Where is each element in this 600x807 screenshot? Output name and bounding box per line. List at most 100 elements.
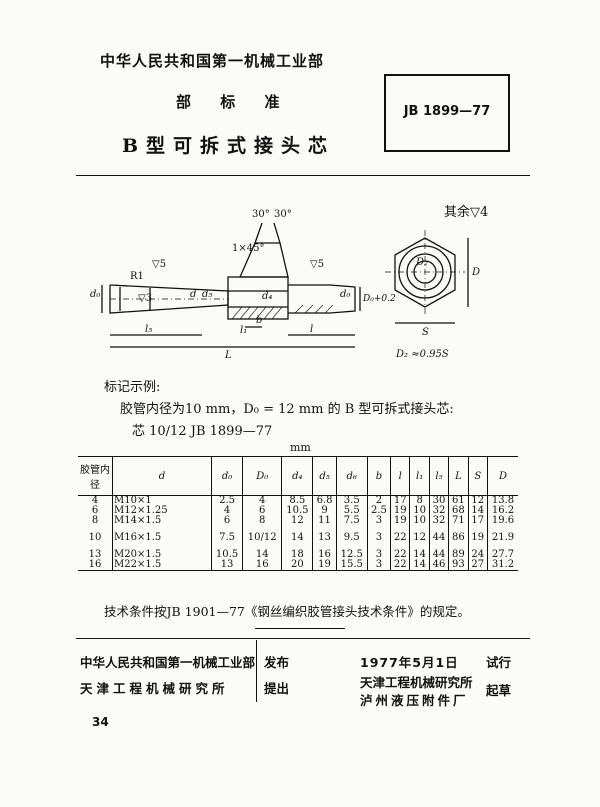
example-line-1: 胶管内径为10 mm，D₀ = 12 mm 的 B 型可拆式接头芯: <box>120 402 454 417</box>
d5-label: d₅ <box>202 289 212 300</box>
table-cell: 10 <box>409 506 430 516</box>
propose-label: 提出 <box>264 681 290 696</box>
table-cell: 19 <box>390 506 410 516</box>
technical-drawing: 30° 30° 1×45° R1 ▽5 ▽5 ▽3 d₀ d d₅ d₄ d₀ … <box>90 209 480 361</box>
example-line-2: 芯 10/12 JB 1899—77 <box>132 424 273 439</box>
table-cell: 3 <box>366 550 391 560</box>
table-cell: 44 <box>428 526 449 550</box>
hex-end-view <box>394 237 456 308</box>
table-cell: 8 <box>409 495 430 506</box>
table-cell: M14×1.5 <box>112 516 212 526</box>
trial-label: 试行 <box>486 655 512 670</box>
footer-rule <box>76 638 530 639</box>
col-L: L <box>448 456 469 496</box>
col-hose-id: 胶管内径 <box>78 456 113 496</box>
hex-note: D₂ ≈0.95S <box>395 349 449 360</box>
col-D0: D₀ <box>242 456 282 496</box>
col-b: b <box>366 456 391 496</box>
col-l: l <box>390 456 410 496</box>
unit-label: mm <box>290 441 311 454</box>
col-l1: l₁ <box>409 456 430 496</box>
table-cell: 19.6 <box>486 516 518 526</box>
finish-5b: ▽5 <box>310 259 324 270</box>
radius-label: R1 <box>130 271 144 282</box>
table-cell: 11 <box>312 516 337 526</box>
table-cell: 14 <box>467 506 488 516</box>
table-cell: 22 <box>390 526 410 550</box>
table-cell: 4 <box>242 495 282 506</box>
table-cell: M12×1.25 <box>112 506 212 516</box>
page-title: B型可拆式接头芯 <box>122 135 336 157</box>
table-cell: 27.7 <box>486 550 518 560</box>
col-d5: d₅ <box>312 456 337 496</box>
L-label: L <box>224 350 232 361</box>
D2-label: D₂ <box>415 257 428 268</box>
page-number: 34 <box>92 715 109 729</box>
S-label: S <box>422 327 429 338</box>
col-D: D <box>486 456 518 496</box>
table-cell: 13 <box>88 549 102 560</box>
table-cell: 14 <box>409 560 430 571</box>
table-cell: M20×1.5 <box>112 550 212 560</box>
table-cell: 3 <box>366 560 391 571</box>
table-cell: 4 <box>210 506 243 516</box>
roughness-note: 其余▽4 <box>444 205 489 220</box>
table-cell: 12 <box>467 495 488 506</box>
table-cell: 5.5 <box>335 506 368 516</box>
angle-1: 30° <box>252 209 270 220</box>
l1-label: l₁ <box>240 325 247 336</box>
table-cell: 93 <box>448 560 469 571</box>
l-label: l <box>310 324 313 335</box>
col-d4: d₄ <box>281 456 313 496</box>
table-cell: 19 <box>312 560 337 571</box>
table-cell: 2 <box>366 495 391 506</box>
table-cell: 8.5 <box>281 495 313 506</box>
table-cell: 8 <box>91 515 99 526</box>
table-cell: 6 <box>91 505 99 516</box>
table-cell: 4 <box>91 495 99 506</box>
table-cell: 20 <box>281 560 313 571</box>
d4-label: d₄ <box>262 291 272 302</box>
table-cell: 7.5 <box>210 526 243 550</box>
table-cell: 71 <box>448 516 469 526</box>
table-cell: 27 <box>467 560 488 571</box>
table-cell: 22 <box>390 550 410 560</box>
table-cell: 6 <box>210 516 243 526</box>
table-cell: 17 <box>467 516 488 526</box>
chamfer-label: 1×45° <box>232 243 264 254</box>
issuer: 中华人民共和国第一机械工业部 <box>80 655 256 670</box>
D0-tolerance-label: D₀+0.2 <box>362 294 396 304</box>
d0-right-label: d₀ <box>340 289 350 300</box>
table-cell: 12.5 <box>335 550 368 560</box>
table-cell: 13 <box>312 526 337 550</box>
table-cell: 3 <box>366 526 391 550</box>
header-rule <box>76 175 530 176</box>
table-cell: 10 <box>409 516 430 526</box>
short-rule <box>255 628 345 629</box>
table-cell: 6.8 <box>312 495 337 506</box>
d0-left-label: d₀ <box>90 289 100 300</box>
standard-number: JB 1899—77 <box>403 104 491 119</box>
drafter-1: 天津工程机械研究所 <box>360 675 473 690</box>
trial-date: 1977年5月1日 <box>360 655 459 670</box>
table-cell: 9.5 <box>335 526 368 550</box>
col-l5: l₅ <box>428 456 449 496</box>
col-S: S <box>467 456 488 496</box>
table-cell: 17 <box>390 495 410 506</box>
table-cell: 3 <box>366 516 391 526</box>
table-cell: 16 <box>312 550 337 560</box>
table-cell: 16.2 <box>486 506 518 516</box>
table-cell: 44 <box>428 550 449 560</box>
table-cell: 16 <box>242 560 282 571</box>
table-cell: 21.9 <box>486 526 518 550</box>
table-cell: 31.2 <box>486 560 518 571</box>
example-title: 标记示例: <box>104 380 161 395</box>
table-cell: M22×1.5 <box>112 560 212 571</box>
table-cell: 14 <box>242 550 282 560</box>
table-cell: 14 <box>409 550 430 560</box>
